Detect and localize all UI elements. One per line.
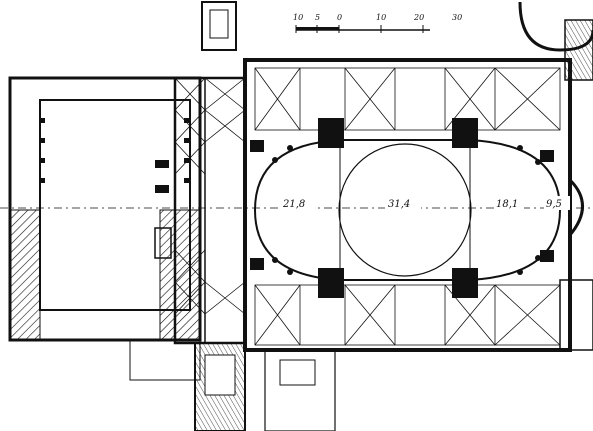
exedra-columns [272, 145, 541, 275]
north-aisle [254, 67, 561, 131]
scale-tick-label: 30 [452, 13, 462, 22]
southwest-annex [129, 339, 336, 431]
dimension-central-dome: 31,4 [388, 199, 410, 210]
dimension-west-semidome: 21,8 [282, 199, 305, 210]
dimension-east-semidome: 18,1 [496, 199, 518, 210]
southeast-annex [559, 279, 593, 351]
nave [253, 139, 562, 281]
scale-bar: 10 5 0 10 20 30 [293, 13, 462, 33]
dimension-labels: 21,8 31,4 18,1 9,5 [280, 196, 570, 210]
dimension-apse: 9,5 [546, 199, 562, 210]
scale-tick-label: 5 [315, 13, 320, 22]
scale-tick-label: 0 [337, 13, 342, 22]
scale-tick-label: 10 [376, 13, 386, 22]
atrium [8, 76, 202, 342]
scale-tick-label: 10 [293, 13, 303, 22]
northeast-rotunda [518, 1, 593, 81]
south-aisle [254, 284, 561, 346]
scale-tick-label: 20 [413, 13, 424, 22]
northwest-tower [201, 1, 237, 51]
central-dome [338, 143, 472, 277]
atrium-columns [40, 118, 189, 183]
